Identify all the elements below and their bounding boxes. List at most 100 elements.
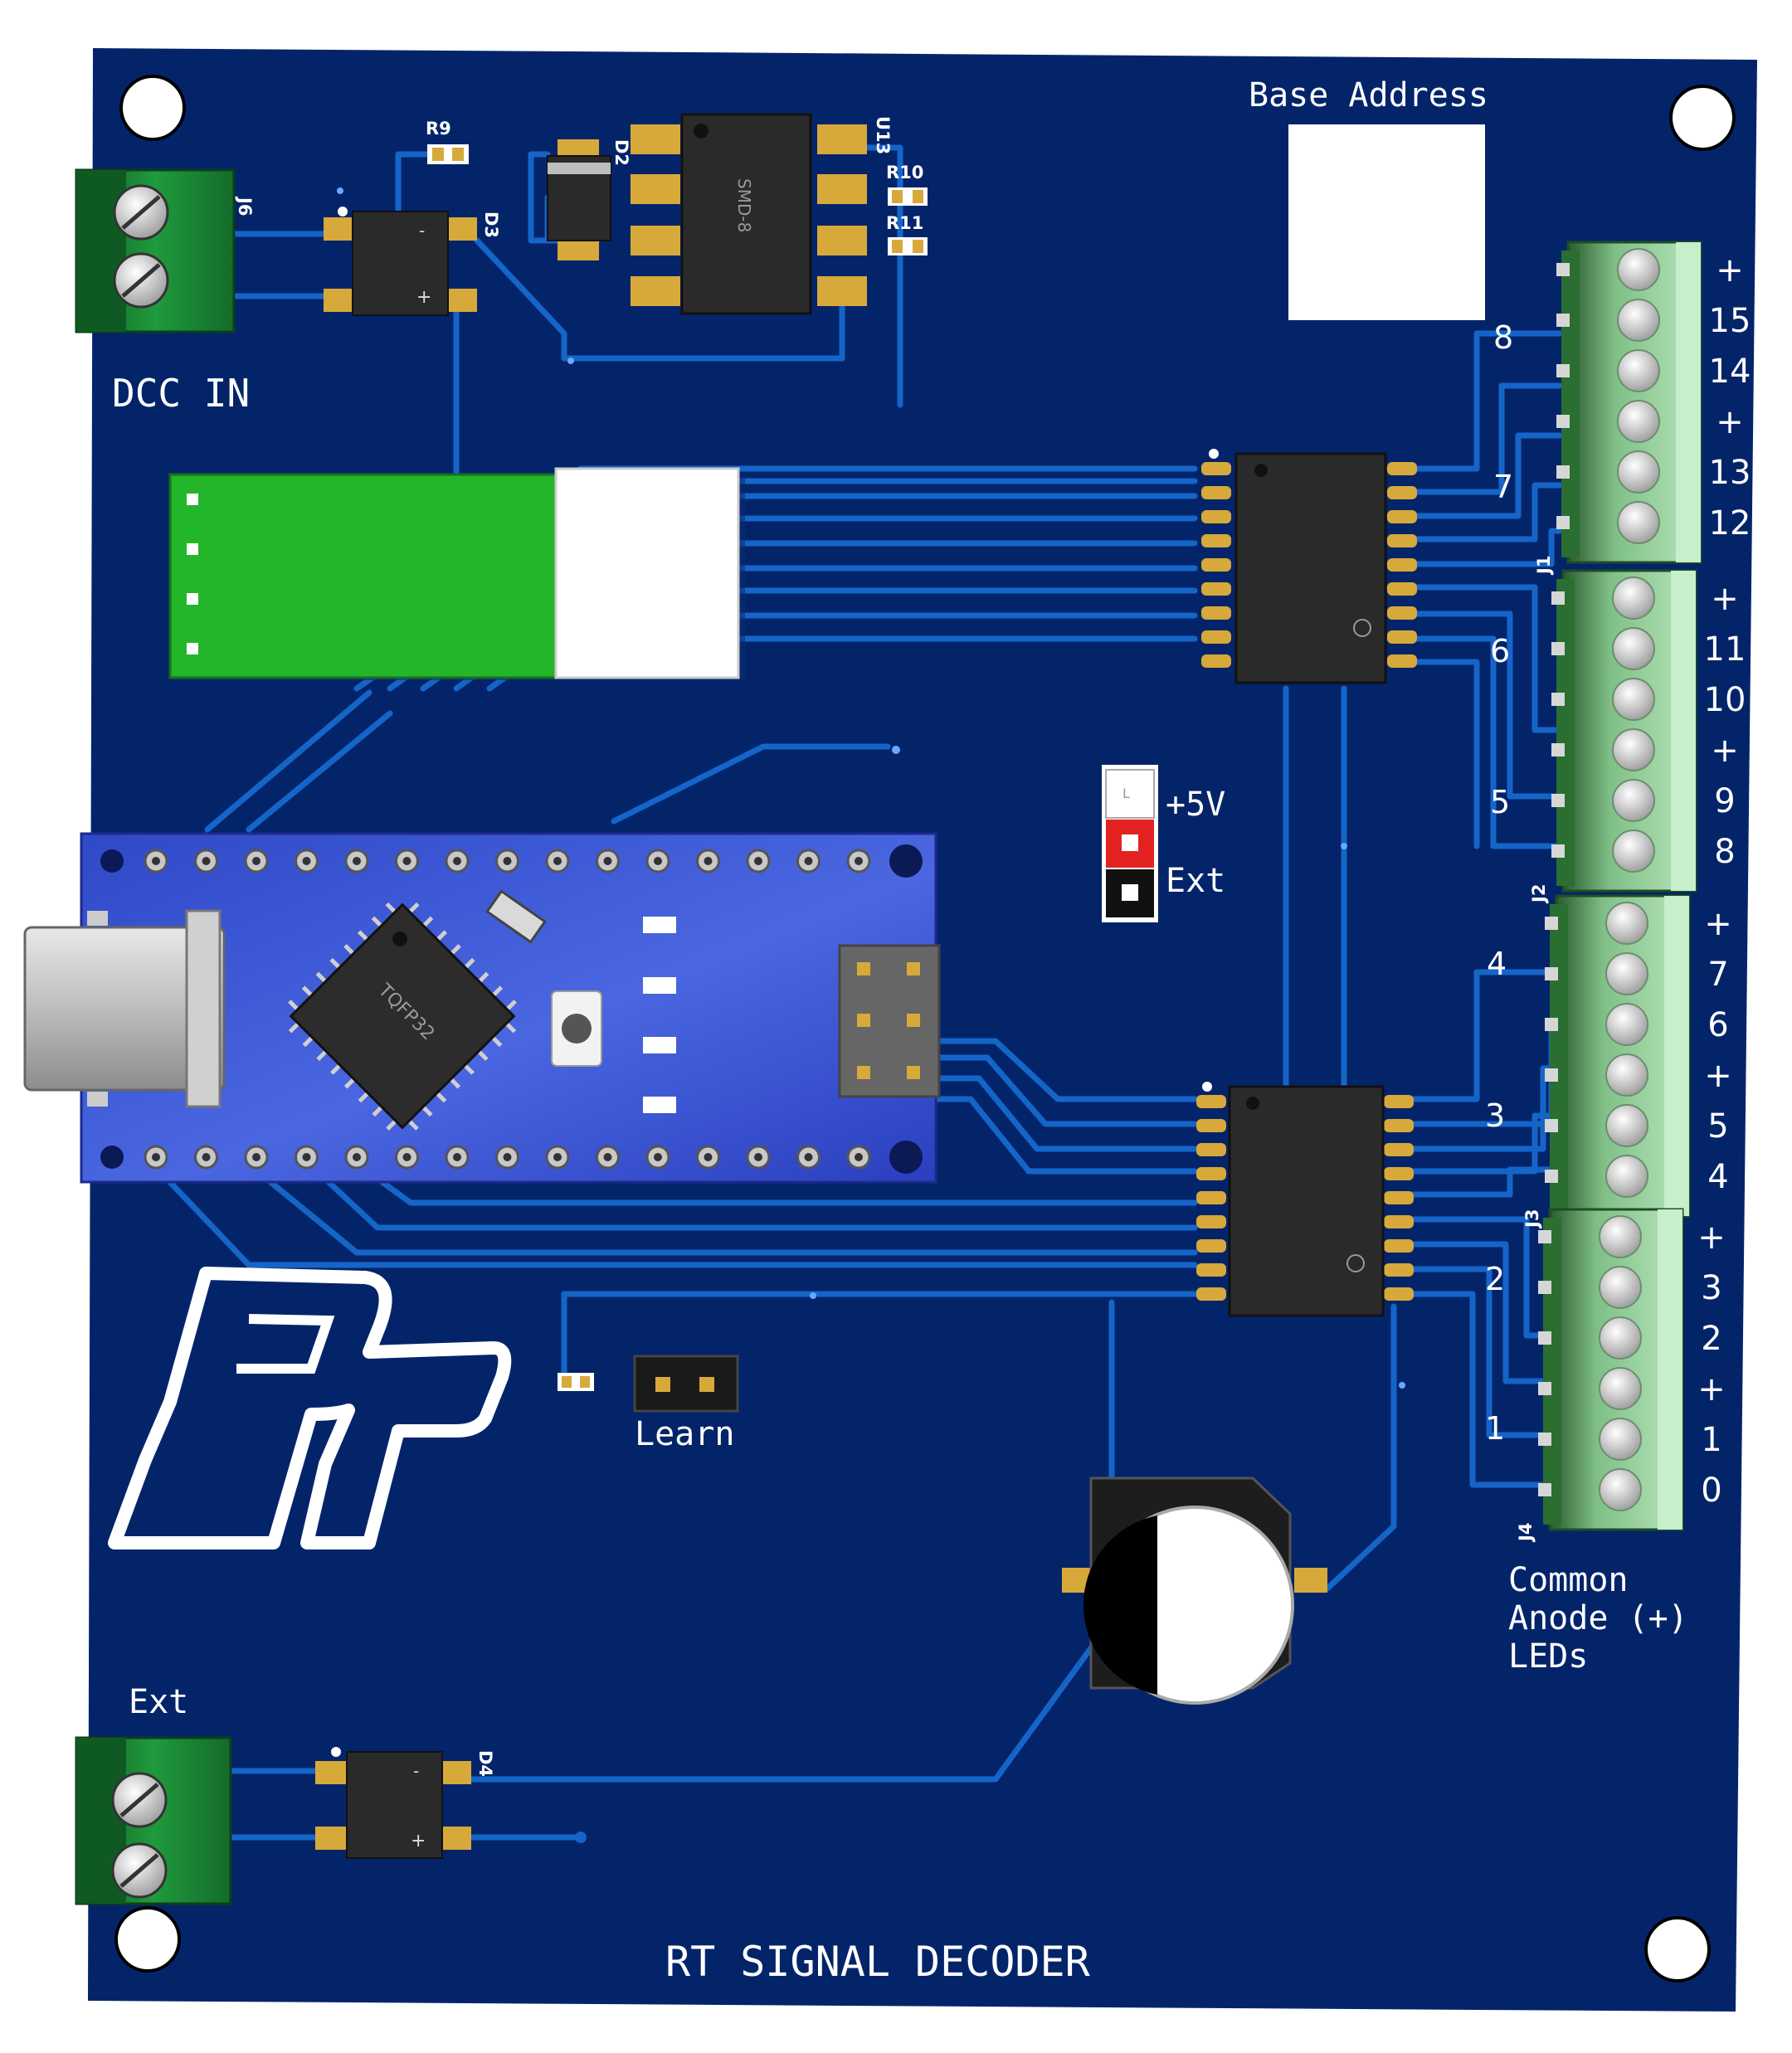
- ic-pin: [1387, 534, 1417, 547]
- regulator-ic-u13: SMD-8 U13: [631, 113, 893, 315]
- ic-pin: [464, 957, 475, 970]
- signal-numbers: 8 7 6 5 4 3 2 1: [1485, 319, 1513, 1447]
- resistor-r9: R9: [426, 119, 469, 164]
- board-title: RT SIGNAL DECODER: [665, 1938, 1091, 1986]
- usb-c-connector[interactable]: [23, 909, 226, 1108]
- ic-pin: [1196, 1287, 1226, 1301]
- ic-pin: [1196, 1239, 1226, 1253]
- ic-pin: [463, 1063, 475, 1075]
- d3-ref: D3: [481, 212, 501, 238]
- base-address-box: [1288, 124, 1485, 320]
- reset-button[interactable]: [551, 990, 602, 1067]
- ic-pin: [491, 985, 504, 997]
- screw-terminal: [1612, 829, 1655, 873]
- ic-pin: [1387, 462, 1417, 475]
- screw-terminal: [1599, 1468, 1642, 1511]
- svg-text:Anode (+): Anode (+): [1508, 1599, 1688, 1637]
- ic-pin: [1384, 1239, 1414, 1253]
- svg-text:LEDs: LEDs: [1508, 1637, 1588, 1676]
- ic-pin: [315, 971, 328, 984]
- mounting-hole: [1669, 85, 1736, 151]
- bridge-rectifier-d3: - + D3: [324, 207, 501, 316]
- svg-text:R10: R10: [886, 163, 923, 182]
- ic-pin: [1384, 1167, 1414, 1180]
- terminal-pin-label: +: [1697, 1219, 1726, 1257]
- ic-pin: [385, 902, 397, 914]
- signal-number: 3: [1485, 1097, 1505, 1134]
- ext-input-label: Ext: [129, 1683, 188, 1721]
- screw-terminal: [1599, 1215, 1642, 1258]
- ic-pin: [1201, 510, 1231, 523]
- terminal-block-ref: J1: [1534, 556, 1554, 576]
- screw-terminal: [1612, 728, 1655, 771]
- terminal-pin-label: 1: [1701, 1421, 1721, 1459]
- mounting-hole: [100, 1146, 124, 1169]
- dcc-in-label: DCC IN: [112, 371, 250, 416]
- ic-pin: [1384, 1215, 1414, 1228]
- svg-text:RT: RT: [0, 0, 2, 1]
- mounting-hole: [889, 844, 923, 878]
- ic-pin: [1201, 462, 1231, 475]
- ic-pin: [288, 1000, 299, 1011]
- ic-pin: [372, 1105, 383, 1117]
- ext-connector: [75, 1736, 232, 1905]
- power-select-jumper[interactable]: L: [1102, 765, 1158, 922]
- ic-pin: [301, 985, 314, 997]
- ic-pin: [1384, 1095, 1414, 1108]
- terminal-pin-label: 7: [1707, 956, 1728, 994]
- terminal-pin-label: 10: [1704, 681, 1746, 719]
- svg-text:-: -: [419, 221, 425, 241]
- screw-terminal: [1617, 349, 1660, 392]
- svg-text:D2: D2: [611, 139, 631, 166]
- ic-pin: [436, 930, 448, 941]
- ic-pin: [1384, 1287, 1414, 1301]
- svg-text:Common: Common: [1508, 1561, 1629, 1599]
- svg-text:U13: U13: [873, 116, 893, 154]
- terminal-pin-label: 9: [1714, 782, 1735, 820]
- terminal-block-ref: J4: [1516, 1523, 1536, 1543]
- terminal-pin-label: +: [1704, 905, 1732, 943]
- ic-pin: [343, 944, 355, 956]
- resistor-r11: R11: [886, 213, 928, 255]
- ic-pin: [477, 1049, 489, 1062]
- ic-pin: [477, 971, 489, 984]
- ic-pin: [1196, 1095, 1226, 1108]
- screw-terminal: [1612, 678, 1655, 721]
- ic-pin: [288, 1022, 300, 1034]
- mounting-hole: [114, 1906, 181, 1973]
- screw-terminal: [1605, 1053, 1648, 1097]
- dcc-in-connector: J6: [75, 168, 255, 333]
- terminal-pin-label: 14: [1709, 353, 1751, 391]
- ic-pin: [435, 1091, 447, 1103]
- svg-text:R9: R9: [426, 119, 451, 139]
- mounting-hole: [119, 75, 186, 141]
- screw-terminal: [1599, 1367, 1642, 1410]
- ic-pin: [1201, 558, 1231, 572]
- ic-pin: [1387, 630, 1417, 644]
- jumper-5v-label: +5V: [1166, 786, 1225, 824]
- ic-pin: [1384, 1119, 1414, 1132]
- terminal-pin-label: +: [1697, 1370, 1726, 1408]
- ic-pin: [1387, 582, 1417, 596]
- driver-ic-top: [1201, 449, 1417, 684]
- mounting-hole: [100, 849, 124, 873]
- ic-pin: [329, 957, 341, 970]
- svg-text:-: -: [413, 1761, 419, 1781]
- ic-pin: [505, 1000, 517, 1011]
- jumper-ext-label: Ext: [1166, 862, 1225, 900]
- signal-number: 2: [1485, 1261, 1505, 1297]
- green-module: [168, 467, 745, 680]
- mounting-hole: [889, 1141, 923, 1174]
- learn-jumper[interactable]: [558, 1355, 739, 1413]
- ic-pin: [1201, 582, 1231, 596]
- ic-pin: [1196, 1143, 1226, 1156]
- screw-terminal: [1617, 400, 1660, 443]
- arduino-nano: TQFP32: [23, 832, 941, 1184]
- terminal-pin-label: 2: [1701, 1320, 1721, 1358]
- ic-pin: [357, 930, 369, 941]
- screw-terminal: [1605, 1155, 1648, 1198]
- terminal-pin-label: +: [1711, 732, 1739, 770]
- screw-terminal: [1599, 1266, 1642, 1309]
